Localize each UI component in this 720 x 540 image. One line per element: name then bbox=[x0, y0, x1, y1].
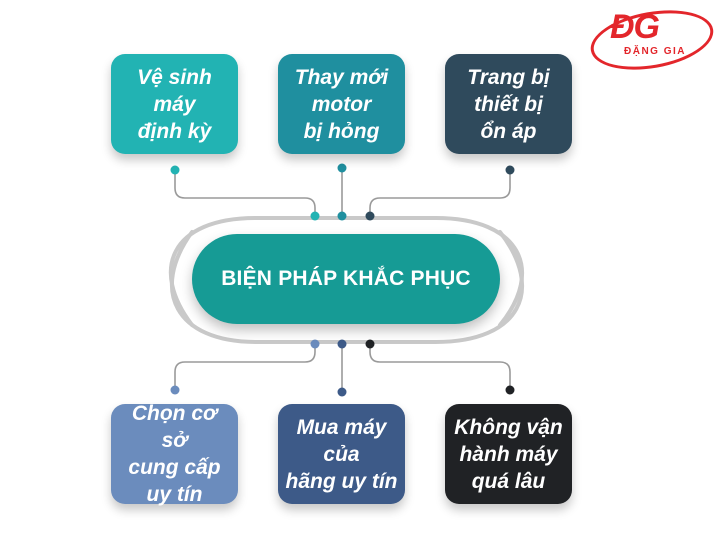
logo-mark: ĐG bbox=[610, 8, 660, 46]
dot-box-5 bbox=[337, 387, 347, 397]
box-chon-co-so: Chọn cơ sở cung cấp uy tín bbox=[111, 402, 238, 506]
connector-6 bbox=[369, 344, 511, 390]
box-mua-may: Mua máy của hãng uy tín bbox=[278, 404, 405, 504]
connector-4 bbox=[174, 344, 316, 390]
logo-name: ĐẶNG GIA bbox=[624, 46, 686, 57]
connector-1 bbox=[174, 170, 316, 216]
box-ve-sinh-may: Vệ sinh máy định kỳ bbox=[111, 54, 238, 154]
dang-gia-logo: ĐG ĐẶNG GIA bbox=[586, 1, 718, 79]
box-khong-van-hanh: Không vận hành máy quá lâu bbox=[445, 404, 572, 504]
dot-ring-5 bbox=[337, 339, 347, 349]
dot-ring-4 bbox=[310, 339, 320, 349]
box-thay-motor: Thay mới motor bị hỏng bbox=[278, 54, 405, 154]
dot-box-3 bbox=[505, 165, 515, 175]
center-label: BIỆN PHÁP KHẮC PHỤC bbox=[221, 267, 471, 290]
dot-box-1 bbox=[170, 165, 180, 175]
dot-box-4 bbox=[170, 385, 180, 395]
connector-3 bbox=[369, 170, 511, 216]
dot-ring-6 bbox=[365, 339, 375, 349]
dot-box-6 bbox=[505, 385, 515, 395]
dot-ring-3 bbox=[365, 211, 375, 221]
box-trang-bi-on-ap: Trang bị thiết bị ổn áp bbox=[445, 54, 572, 154]
dot-ring-2 bbox=[337, 211, 347, 221]
dot-ring-1 bbox=[310, 211, 320, 221]
dot-box-2 bbox=[337, 163, 347, 173]
center-pill: BIỆN PHÁP KHẮC PHỤC bbox=[192, 234, 500, 324]
